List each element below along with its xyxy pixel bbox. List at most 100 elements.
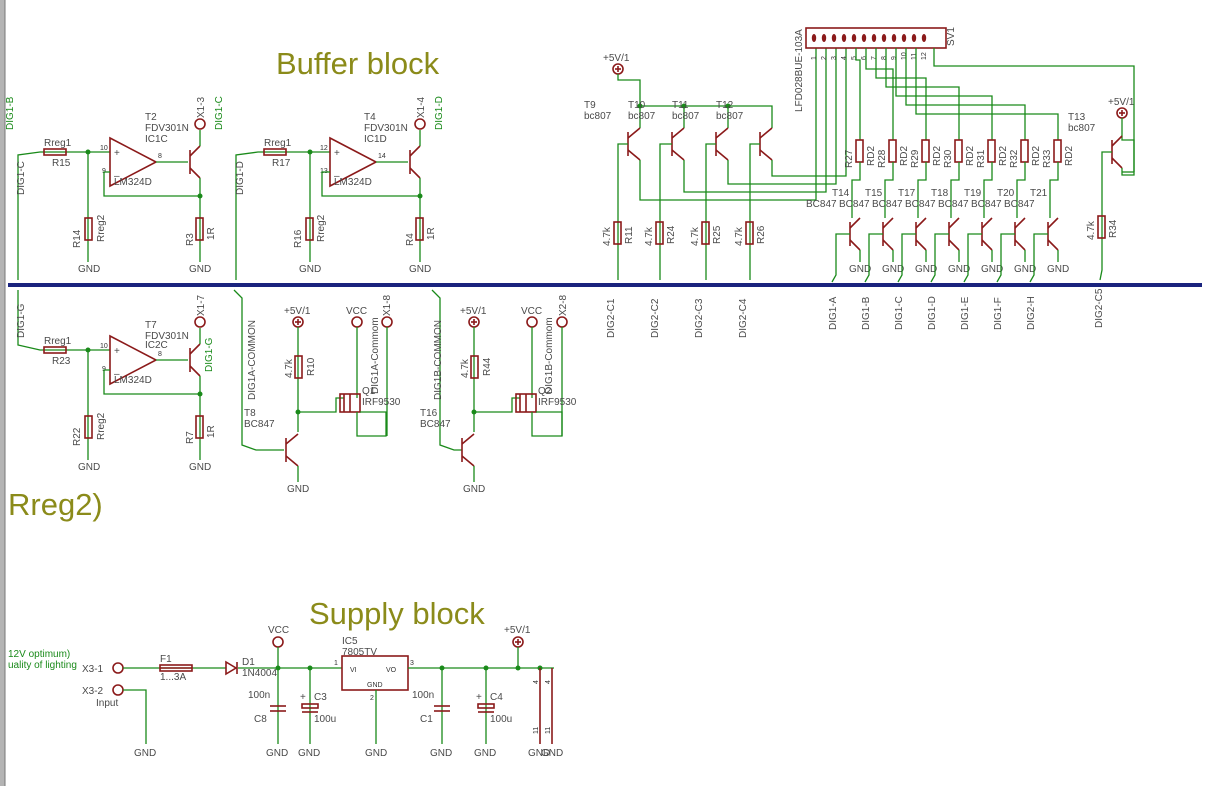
segment-transistor-type: BC847 bbox=[905, 199, 936, 210]
svg-text:R34: R34 bbox=[1108, 219, 1119, 238]
svg-text:LFD028BUE-103A: LFD028BUE-103A bbox=[794, 29, 805, 112]
svg-text:1N4004: 1N4004 bbox=[242, 668, 277, 679]
net-label: DIG1-C bbox=[16, 161, 27, 195]
svg-text:IC1D: IC1D bbox=[364, 134, 387, 145]
display-pin-number: 10 bbox=[901, 52, 908, 60]
segment-transistor-ref: T21 bbox=[1030, 188, 1048, 199]
svg-text:DIG1-C: DIG1-C bbox=[214, 96, 225, 130]
svg-text:R7: R7 bbox=[185, 431, 196, 444]
svg-text:X3-1: X3-1 bbox=[82, 664, 104, 675]
svg-text:1R: 1R bbox=[206, 425, 217, 438]
svg-text:GND: GND bbox=[78, 462, 100, 473]
svg-text:4.7k: 4.7k bbox=[690, 226, 701, 246]
supply-block: 12V optimum) uality of lighting X3-1 X3-… bbox=[8, 625, 563, 759]
segment-net-label: DIG1-C bbox=[894, 296, 905, 330]
segment-transistor-type: BC847 bbox=[839, 199, 870, 210]
svg-text:GND: GND bbox=[189, 264, 211, 275]
svg-text:IRF9530: IRF9530 bbox=[362, 397, 401, 408]
svg-text:R24: R24 bbox=[666, 225, 677, 244]
svg-text:12: 12 bbox=[320, 145, 328, 152]
svg-text:–: – bbox=[114, 171, 120, 182]
svg-text:7805TV: 7805TV bbox=[342, 647, 377, 658]
buffer-channel-c: DIG1-C Rreg1 R15 R14 Rreg2 GND + – 10 9 … bbox=[16, 96, 225, 280]
svg-text:C4: C4 bbox=[490, 692, 503, 703]
svg-text:DIG1A-COMMON: DIG1A-COMMON bbox=[247, 320, 258, 400]
svg-text:+: + bbox=[114, 346, 120, 357]
segment-gnd: GND bbox=[915, 264, 937, 275]
display-pin-number: 8 bbox=[881, 56, 888, 60]
display-pin-number: 2 bbox=[821, 56, 828, 60]
svg-text:R4: R4 bbox=[405, 233, 416, 246]
segment-transistor-ref: T15 bbox=[865, 188, 883, 199]
common-driver-b: DIG1B-COMMON +5V/1 4.7k R44 T16 BC847 GN… bbox=[420, 289, 577, 495]
svg-text:VCC: VCC bbox=[346, 306, 367, 317]
svg-text:3: 3 bbox=[410, 660, 414, 667]
svg-text:Rreg2: Rreg2 bbox=[96, 412, 107, 440]
display-pin bbox=[911, 34, 917, 42]
buffer-block-title: Buffer block bbox=[276, 46, 440, 81]
svg-text:GND: GND bbox=[430, 748, 452, 759]
svg-text:T7: T7 bbox=[145, 320, 157, 331]
svg-text:10: 10 bbox=[100, 343, 108, 350]
segment-transistor-type: BC847 bbox=[1004, 199, 1035, 210]
svg-text:X1-3: X1-3 bbox=[196, 96, 207, 118]
segment-transistor-type: BC847 bbox=[872, 199, 903, 210]
svg-text:100u: 100u bbox=[490, 714, 512, 725]
svg-text:Q2: Q2 bbox=[538, 386, 552, 397]
segment-gnd: GND bbox=[948, 264, 970, 275]
x3-2-terminal bbox=[112, 684, 124, 696]
svg-text:4.7k: 4.7k bbox=[460, 358, 471, 378]
svg-text:–: – bbox=[334, 171, 340, 182]
svg-text:4.7k: 4.7k bbox=[734, 226, 745, 246]
svg-text:+5V/1: +5V/1 bbox=[460, 306, 487, 317]
svg-text:X1-7: X1-7 bbox=[196, 294, 207, 316]
svg-text:IC1C: IC1C bbox=[145, 134, 168, 145]
svg-text:BC847: BC847 bbox=[420, 419, 451, 430]
segment-gnd: GND bbox=[882, 264, 904, 275]
segment-resistor-value: RD2 bbox=[1031, 146, 1042, 166]
svg-text:BC847: BC847 bbox=[244, 419, 275, 430]
display-pin-number: 5 bbox=[851, 56, 858, 60]
svg-text:4.7k: 4.7k bbox=[1086, 220, 1097, 240]
segment-gnd: GND bbox=[1014, 264, 1036, 275]
svg-text:DIG1-D: DIG1-D bbox=[235, 161, 246, 195]
segment-transistor-type: BC847 bbox=[938, 199, 969, 210]
segment-net-label: DIG1-B bbox=[861, 296, 872, 330]
svg-text:C1: C1 bbox=[420, 714, 433, 725]
svg-text:R10: R10 bbox=[306, 357, 317, 376]
buffer-channel-g: DIG1-G Rreg1 R23 R22 Rreg2 GND + – 10 9 … bbox=[16, 290, 217, 473]
svg-text:DIG1B-Commom: DIG1B-Commom bbox=[544, 317, 555, 394]
svg-text:4.7k: 4.7k bbox=[644, 226, 655, 246]
svg-text:+: + bbox=[114, 148, 120, 159]
svg-text:Input: Input bbox=[96, 698, 118, 709]
segment-resistor-ref: R27 bbox=[844, 149, 855, 168]
left-border bbox=[0, 0, 5, 786]
segment-resistor-ref: R29 bbox=[910, 149, 921, 168]
svg-text:R16: R16 bbox=[293, 229, 304, 248]
svg-text:T2: T2 bbox=[145, 112, 157, 123]
svg-text:R22: R22 bbox=[72, 427, 83, 446]
display-pin bbox=[851, 34, 857, 42]
segment-transistor-ref: T18 bbox=[931, 188, 949, 199]
svg-text:X2-8: X2-8 bbox=[558, 294, 569, 316]
svg-text:Rreg2: Rreg2 bbox=[316, 214, 327, 242]
segment-resistor-value: RD2 bbox=[866, 146, 877, 166]
display-pin bbox=[921, 34, 927, 42]
svg-text:VCC: VCC bbox=[521, 306, 542, 317]
segment-transistor-ref: T14 bbox=[832, 188, 850, 199]
svg-text:IRF9530: IRF9530 bbox=[538, 397, 577, 408]
svg-text:LM324D: LM324D bbox=[114, 375, 152, 386]
display-pin bbox=[891, 34, 897, 42]
segment-transistor-ref: T20 bbox=[997, 188, 1015, 199]
supply-block-title: Supply block bbox=[309, 596, 485, 631]
svg-text:+5V/1: +5V/1 bbox=[603, 53, 630, 64]
svg-text:DIG2-C1: DIG2-C1 bbox=[606, 298, 617, 338]
svg-text:uality of lighting: uality of lighting bbox=[8, 660, 77, 671]
segment-resistor-value: RD2 bbox=[965, 146, 976, 166]
svg-text:+: + bbox=[476, 692, 482, 703]
